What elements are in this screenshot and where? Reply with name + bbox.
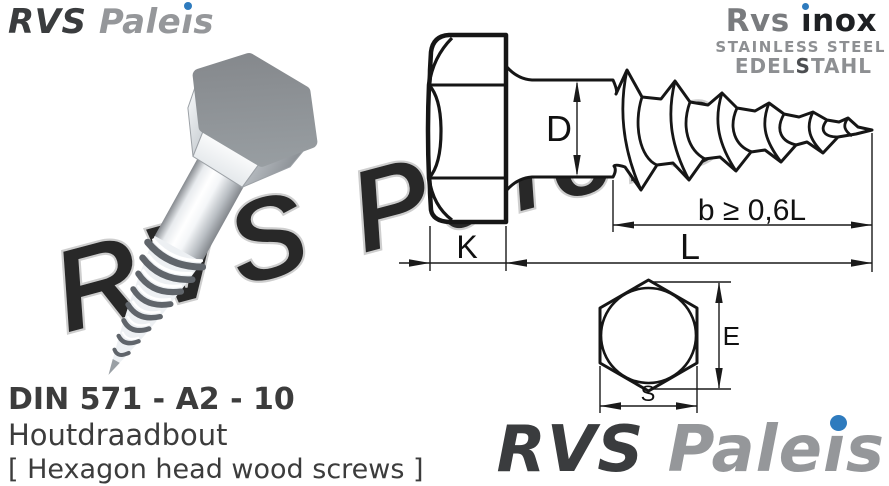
hexagon-end-view: E S <box>598 278 740 413</box>
inscribed-circle <box>599 286 698 385</box>
dimension-label-k: K <box>456 229 477 265</box>
inox-i-dot: ı <box>800 3 813 39</box>
screw-head-top-face <box>192 52 318 167</box>
dimension-label-e: E <box>723 321 740 351</box>
dimension-arrowheads <box>409 81 872 267</box>
stainless-steel-label: STAINLESS STEEL <box>715 38 886 56</box>
product-name-english: [ Hexagon head wood screws ] <box>8 454 424 485</box>
thread-helix-lines <box>621 69 853 191</box>
dimension-label-s: S <box>641 381 656 406</box>
dimension-lines <box>399 83 873 272</box>
rvs-inox-wordmark: Rvs ınox <box>715 6 886 37</box>
product-description: DIN 571 - A2 - 10 Houtdraadbout [ Hexago… <box>8 382 424 485</box>
screw-tip <box>108 358 120 375</box>
rvs-inox-rvs: Rvs <box>725 3 790 39</box>
brand-rvs: RVS <box>8 2 87 42</box>
logo-i-dot: ı <box>822 413 846 486</box>
brand-rvs: RVS <box>496 413 645 486</box>
side-view <box>425 32 874 225</box>
screw-thread-highlights <box>121 238 204 340</box>
hexagon-outline <box>598 278 699 393</box>
brand-paleis: Paleıs <box>98 2 215 42</box>
brand-logo-top-left: RVS Paleıs <box>8 5 214 39</box>
rvs-inox-logo: Rvs ınox STAINLESS STEEL EDELSTAHL <box>715 6 886 78</box>
edelstahl-label: EDELSTAHL <box>734 54 872 78</box>
dimension-label-b: b ≥ 0,6L <box>698 194 806 227</box>
hex-head-facet-lines <box>427 36 506 222</box>
hexagon-arrowheads <box>600 282 723 410</box>
din-specification: DIN 571 - A2 - 10 <box>8 382 295 417</box>
logo-i-dot: ı <box>181 2 194 42</box>
dimension-label-l: L <box>680 226 700 267</box>
brand-logo-footer: RVS Paleıs <box>496 418 885 482</box>
screw-render-group <box>108 52 318 375</box>
hex-head-outline <box>425 32 509 225</box>
brand-paleis: Paleıs <box>667 413 885 486</box>
screw-thread-flights <box>112 238 207 357</box>
product-name-dutch: Houtdraadbout <box>8 418 228 452</box>
rvs-inox-inox: ınox <box>800 3 877 39</box>
dimension-label-d: D <box>546 108 572 149</box>
